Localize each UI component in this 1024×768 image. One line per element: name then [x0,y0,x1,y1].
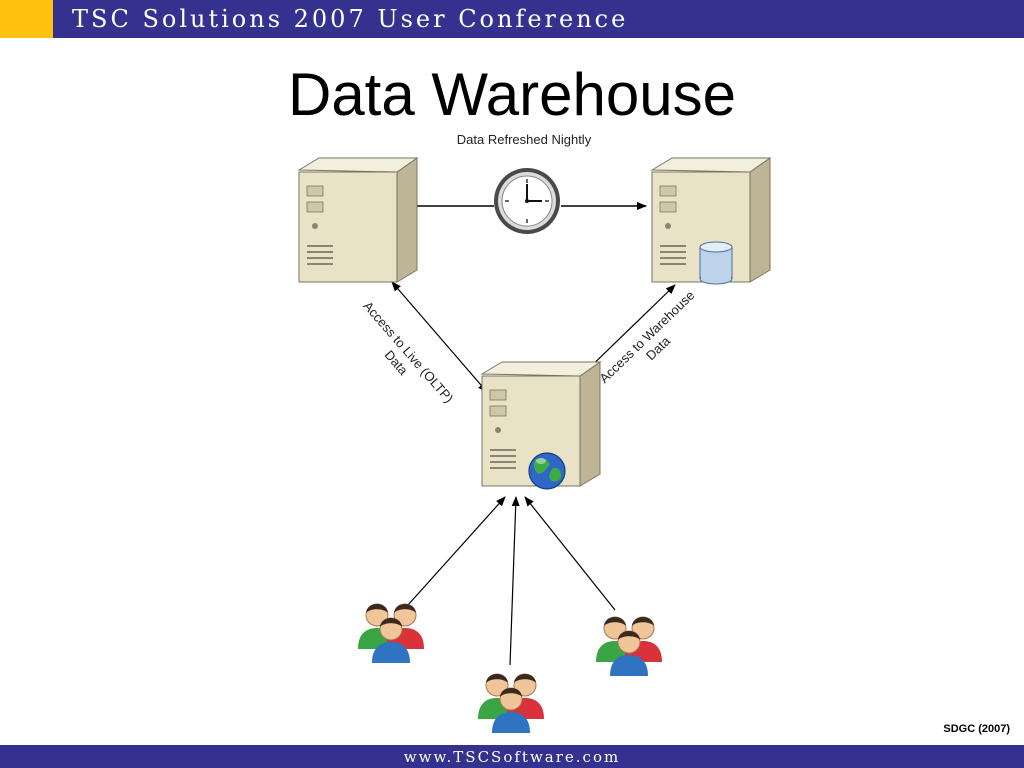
user-group-bottom-icon [478,674,544,733]
credit-text: SDGC (2007) [943,723,1010,735]
users-middle-arrow [509,496,520,666]
user-group-right-icon [596,617,662,676]
globe-icon [528,452,566,490]
footer-bar: www.TSCSoftware.com [0,745,1024,768]
oltp-server-icon [298,157,418,283]
slide-title: Data Warehouse [287,61,736,128]
users-left-arrow [407,496,506,606]
warehouse-access-label: Access to Warehouse Data [596,288,697,386]
header-bar: TSC Solutions 2007 User Conference [0,0,1024,38]
refresh-label: Data Refreshed Nightly [457,132,592,147]
header-title: TSC Solutions 2007 User Conference [72,5,629,33]
user-group-left-icon [358,604,424,663]
header-accent [0,0,53,38]
oltp-access-arrow [391,281,488,393]
clock-icon [494,168,560,234]
footer-url-link[interactable]: www.TSCSoftware.com [403,748,621,766]
live-access-label-line1: Access to Live (OLTP) [360,298,456,405]
warehouse-access-label-line1: Access to Warehouse [596,288,697,386]
users-right-arrow [524,496,616,611]
database-icon [699,241,733,285]
live-access-label: Access to Live (OLTP) Data [360,298,456,405]
